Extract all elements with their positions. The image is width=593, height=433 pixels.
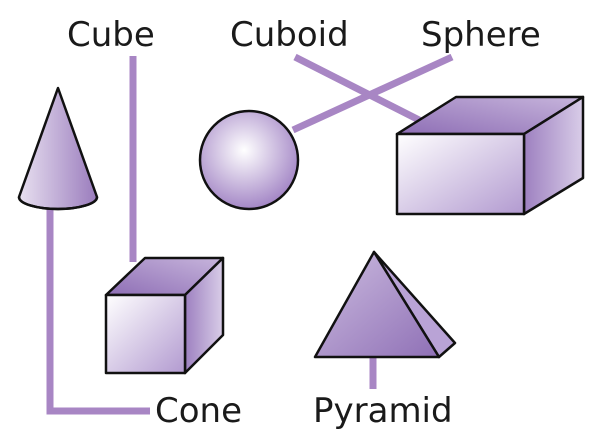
cube-shape [104, 256, 225, 375]
cuboid-connector [293, 53, 425, 126]
cone-shape [17, 86, 99, 211]
sphere-connector [291, 53, 454, 134]
label-cone: Cone [155, 391, 242, 431]
label-sphere: Sphere [421, 15, 541, 55]
label-cube: Cube [67, 15, 155, 55]
sphere-shape [198, 109, 300, 211]
cone-connector [46, 207, 150, 415]
label-pyramid: Pyramid [313, 391, 453, 431]
label-cuboid: Cuboid [230, 15, 349, 55]
pyramid-shape [313, 250, 457, 359]
cuboid-shape [395, 95, 585, 216]
connector-lines [46, 53, 454, 415]
